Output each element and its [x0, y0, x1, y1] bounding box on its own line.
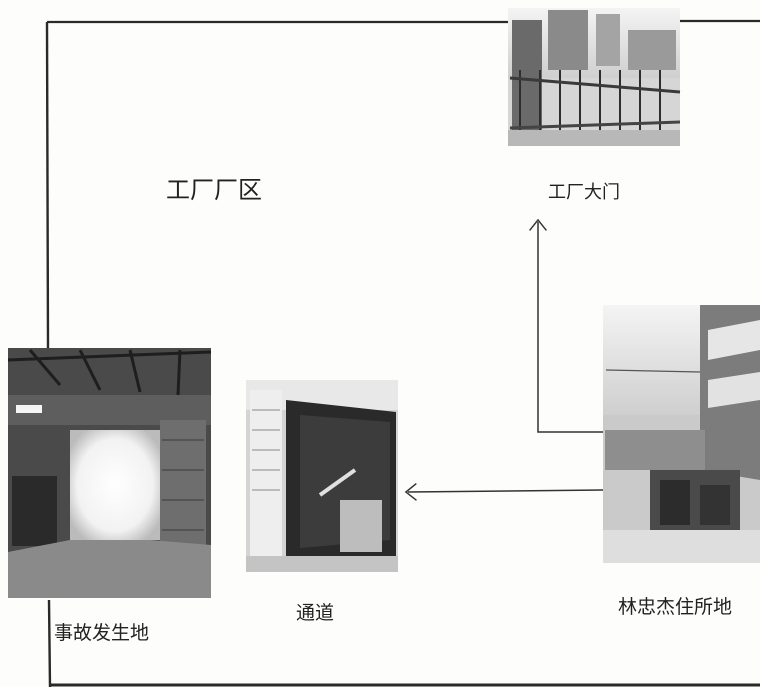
passage-label: 通道	[296, 602, 335, 624]
accident-site-photo	[7, 348, 212, 598]
route-residence-to-passage	[404, 482, 604, 501]
factory-gate-label: 工厂大门	[548, 182, 620, 203]
factory-boundary	[45, 19, 760, 687]
residence-label: 林忠杰住所地	[618, 596, 733, 618]
residence-photo	[603, 305, 760, 563]
passage-photo	[246, 380, 398, 572]
accident-site-label: 事故发生地	[54, 622, 150, 644]
factory-area-label: 工厂厂区	[166, 176, 262, 204]
route-residence-to-gate	[529, 218, 603, 433]
factory-gate-photo	[508, 8, 681, 146]
